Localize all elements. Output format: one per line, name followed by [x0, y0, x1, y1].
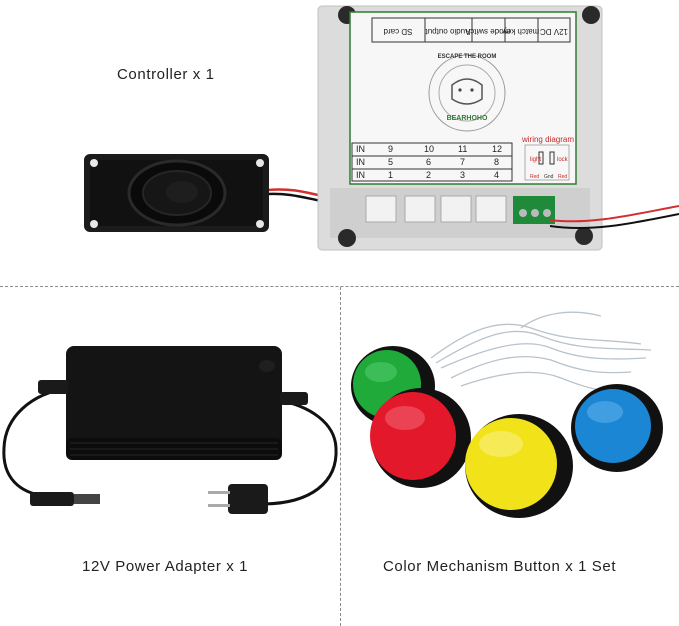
red-button — [370, 388, 471, 488]
in-label: IN — [356, 144, 365, 154]
controller-illustration: SD card Audio output mode switch match k… — [84, 5, 679, 251]
logo-top: ESCAPE THE ROOM — [438, 54, 497, 60]
in-value: 7 — [460, 157, 466, 167]
speaker — [84, 154, 269, 232]
wiring-title: wiring diagram — [521, 135, 574, 144]
header-cell-4: 12V DC — [540, 27, 568, 36]
in-value: 6 — [426, 157, 432, 167]
in-value: 2 — [426, 170, 432, 180]
header-cell-2: mode switch — [466, 27, 510, 36]
in-value: 3 — [460, 170, 466, 180]
caption-controller: Controller x 1 — [117, 66, 215, 83]
wiring-lock: lock — [557, 157, 569, 163]
blue-button — [571, 384, 663, 472]
logo-bottom: BEARHOHO — [447, 115, 488, 122]
in-value: 8 — [494, 157, 500, 167]
wiring-red-2: Red — [558, 174, 567, 180]
in-value: 9 — [388, 144, 394, 154]
divider-horizontal — [0, 286, 679, 287]
in-value: 4 — [494, 170, 500, 180]
in-value: 11 — [458, 144, 468, 154]
wiring-red-1: Red — [530, 174, 539, 180]
in-table: IN 9 10 11 12 IN 5 6 7 8 IN 1 2 3 4 — [352, 143, 512, 181]
header-cell-0: SD card — [384, 27, 413, 36]
bearhoho-logo: ESCAPE THE ROOM BEARHOHO — [428, 54, 506, 132]
in-label: IN — [356, 157, 365, 167]
in-value: 5 — [388, 157, 394, 167]
in-row-2: IN 1 2 3 4 — [352, 170, 512, 182]
buttons-illustration — [351, 311, 663, 518]
in-row-0: IN 9 10 11 12 — [352, 144, 512, 156]
header-cell-1: Audio output — [425, 27, 471, 36]
wiring-gnd: Gnd — [544, 174, 554, 180]
in-value: 10 — [424, 144, 435, 154]
in-row-1: IN 5 6 7 8 — [352, 157, 512, 169]
divider-vertical — [340, 287, 341, 626]
connector-row — [365, 195, 555, 224]
in-value: 12 — [492, 144, 503, 154]
power-adapter-illustration — [2, 346, 338, 514]
wiring-light: light — [530, 157, 541, 163]
header-cell-3: match key — [503, 27, 539, 36]
in-label: IN — [356, 170, 365, 180]
in-value: 1 — [388, 170, 394, 180]
yellow-button — [465, 414, 573, 518]
caption-adapter: 12V Power Adapter x 1 — [82, 558, 249, 575]
caption-buttons: Color Mechanism Button x 1 Set — [383, 558, 617, 575]
